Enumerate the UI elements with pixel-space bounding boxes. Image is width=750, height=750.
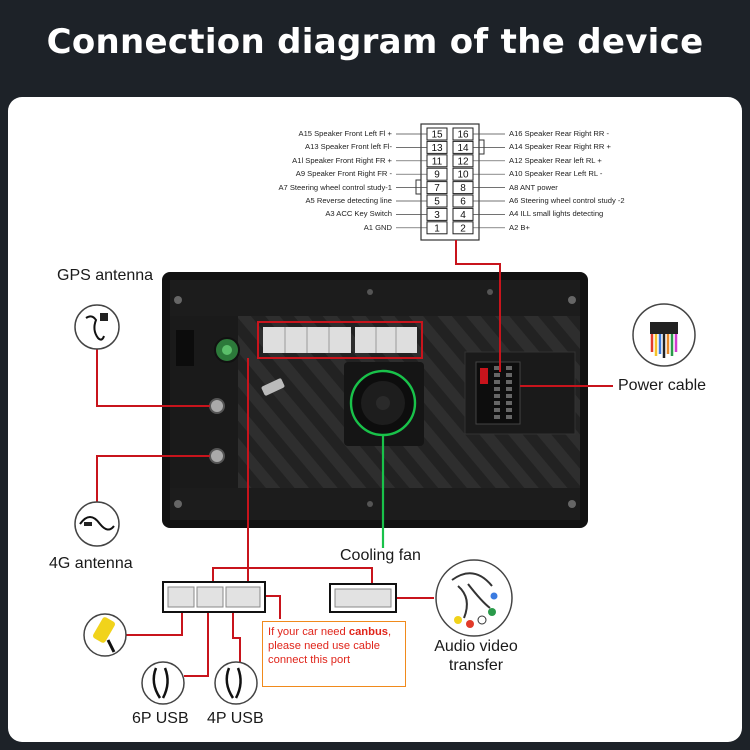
pin-number: 2: [460, 223, 466, 234]
pin-label-left: A15 Speaker Front Left Fl +: [298, 129, 393, 138]
usb-4p-label: 4P USB: [207, 710, 264, 727]
pin-number: 14: [457, 143, 469, 154]
canbus-note: If your car need canbus, please need use…: [262, 621, 406, 687]
usb-6p-label: 6P USB: [132, 710, 189, 727]
usb-4p-icon: [214, 661, 258, 705]
power-pin: [494, 394, 500, 398]
power-pin: [506, 380, 512, 384]
pin-number: 4: [460, 210, 466, 221]
pin-label-right: A10 Speaker Rear Left RL -: [509, 169, 603, 179]
pin-label-left: A1 GND: [363, 222, 392, 232]
pin-number: 13: [431, 143, 443, 154]
pin-label-left: A7 Steering wheel control study-1: [278, 182, 392, 192]
pin-number: 15: [431, 130, 443, 141]
pin-label-left: A3 ACC Key Switch: [325, 209, 392, 219]
audio-video-harness-icon: [435, 559, 513, 637]
pin-label-right: A16 Speaker Rear Right RR -: [509, 129, 610, 138]
audio-video-label: Audio video transfer: [434, 638, 518, 674]
pin-label-right: A8 ANT power: [509, 182, 558, 192]
pin-number: 10: [457, 170, 469, 181]
power-pin: [506, 415, 512, 419]
power-pin: [506, 394, 512, 398]
pin-label-left: A13 Speaker Front left Fl-: [305, 142, 392, 152]
pin-label-left: A1l Speaker Front Right FR +: [292, 155, 392, 165]
power-pin: [506, 401, 512, 405]
power-pin: [506, 408, 512, 412]
bottom-connectors: [162, 581, 397, 613]
power-pin: [494, 373, 500, 377]
usb-6p-icon: [141, 661, 185, 705]
power-pin: [494, 401, 500, 405]
head-unit: [162, 272, 588, 528]
pin-label-right: A12 Speaker Rear left RL +: [509, 155, 602, 165]
cooling-fan-label: Cooling fan: [340, 547, 421, 564]
pin-number: 5: [434, 197, 440, 208]
pin-label-right: A2 B+: [509, 222, 530, 232]
4g-antenna-icon: [74, 501, 120, 547]
pin-number: 1: [434, 223, 440, 234]
gps-antenna-icon: [74, 304, 120, 350]
pin-number: 7: [434, 183, 440, 194]
power-cable-icon: [632, 303, 696, 367]
pin-number: 9: [434, 170, 440, 181]
pin-label-right: A4 ILL small lights detecting: [509, 209, 604, 219]
power-pin: [506, 387, 512, 391]
pin-number: 3: [434, 210, 440, 221]
pin-number: 8: [460, 183, 466, 194]
4g-antenna-label: 4G antenna: [49, 555, 133, 572]
rca-yellow-icon: [83, 613, 127, 657]
power-pin: [494, 366, 500, 370]
pin-number: 12: [457, 156, 469, 167]
pin-leader-lines: [396, 133, 505, 229]
pin-label-right: A14 Speaker Rear Right RR +: [509, 142, 611, 152]
power-pin: [506, 373, 512, 377]
pin-label-left: A9 Speaker Front Right FR -: [295, 169, 392, 179]
power-pin: [494, 408, 500, 412]
pin-number: 6: [460, 197, 466, 208]
pin-number: 16: [457, 130, 469, 141]
leader-lines: [96, 240, 613, 677]
power-cable-label: Power cable: [618, 377, 707, 394]
pin-label-right: A6 Steering wheel control study -2: [509, 196, 625, 205]
power-pin: [494, 387, 500, 391]
canbus-note-text: If your car need canbus, please need use…: [268, 626, 392, 666]
pin-number: 11: [432, 156, 443, 167]
gps-antenna-label: GPS antenna: [57, 267, 154, 284]
power-pin: [506, 366, 512, 370]
pin-label-left: A5 Reverse detecting line: [305, 196, 392, 205]
page-title: Connection diagram of the device: [46, 22, 704, 62]
power-pin: [494, 415, 500, 419]
power-pin: [494, 380, 500, 384]
